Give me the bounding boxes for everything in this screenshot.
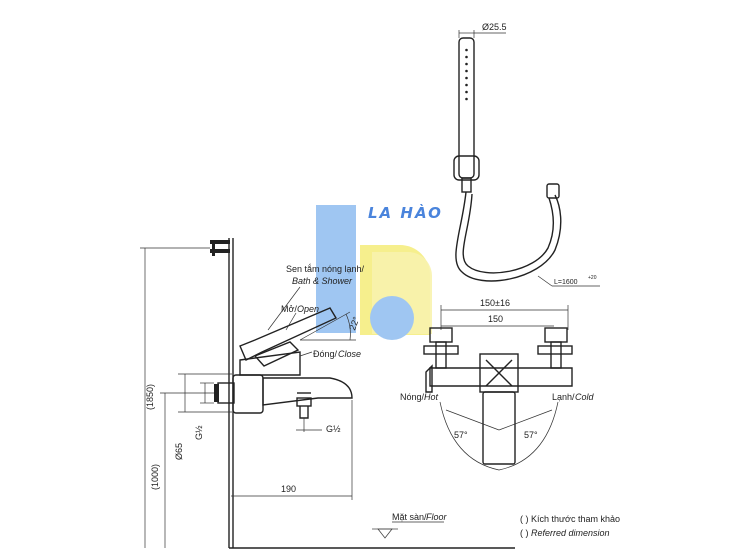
shower-label-en: Bath & Shower [292, 276, 353, 286]
hose-inner [462, 193, 555, 274]
total-height-label: (1850) [145, 384, 155, 410]
hot-angle-label: 57° [454, 430, 468, 440]
handle-angle-label: 22° [347, 315, 361, 332]
side-view: 22° Sen tắm nóng lạnh/ Bath & Shower Mở/… [140, 238, 515, 549]
centers-range-label: 150±16 [480, 298, 510, 308]
hand-shower: Ø25.5 L=1600 +20 [453, 22, 600, 287]
legend-row-vn: ( ) Kích thước tham khảo [520, 512, 620, 526]
thread-inlet-label: G½ [194, 425, 204, 440]
dimension-depth: 190 [231, 400, 353, 500]
hand-shower-icon [453, 37, 480, 193]
watermark-text: LA HÀO [368, 203, 443, 222]
shower-label-vn: Sen tắm nóng lạnh/ [286, 264, 365, 274]
dimension-thread-outlet: G½ [296, 418, 341, 434]
centers-label: 150 [488, 314, 503, 324]
hose-length-label: L=1600 [554, 279, 578, 286]
open-label: Mở/ Open [281, 304, 319, 314]
open-leader [285, 312, 297, 331]
dimension-install-height: (1000) [150, 392, 214, 548]
hose-connector-icon [546, 183, 560, 199]
legend-paren-2: ( ) [520, 528, 529, 538]
legend: ( ) Kích thước tham khảo ( ) Referred di… [520, 512, 620, 540]
open-label-vn: Mở/ [281, 304, 297, 314]
hose-length-leader [537, 275, 553, 287]
floor-marker: Mặt sàn/ Floor [229, 512, 515, 549]
hot-label-en: Hot [424, 392, 439, 402]
legend-text-en: Referred dimension [531, 528, 610, 538]
cold-angle-indicator: 57° [498, 409, 553, 440]
head-diameter-label: Ø25.5 [482, 22, 507, 32]
cold-label-vn: Lạnh/ [552, 392, 575, 402]
floor-label-en: Floor [426, 512, 448, 522]
hose-outer [455, 191, 562, 282]
faucet-top-view-icon [425, 353, 573, 471]
dimension-centers-range: 150±16 [440, 298, 569, 330]
hot-angle-indicator: 57° [445, 409, 500, 440]
cold-angle-label: 57° [524, 430, 538, 440]
shower-leader [267, 286, 301, 331]
open-label-en: Open [297, 304, 319, 314]
pipe-diameter-label: Ø65 [174, 443, 184, 460]
close-leader [299, 351, 313, 357]
faucet-body-icon [214, 307, 353, 419]
top-view: 150±16 150 [400, 298, 595, 471]
hose-tolerance-label: +20 [588, 275, 597, 281]
legend-text-vn: Kích thước tham khảo [531, 514, 620, 524]
cold-label-en: Cold [575, 392, 595, 402]
hot-inlet-fitting-icon [423, 327, 459, 369]
hot-label-vn: Nóng/ [400, 392, 425, 402]
install-height-label: (1000) [150, 464, 160, 490]
dimension-thread-inlet: G½ [194, 382, 214, 440]
cold-inlet-fitting-icon [537, 327, 573, 369]
close-label-vn: Đóng/ [313, 349, 338, 359]
hot-label: Nóng/ Hot [400, 392, 439, 402]
watermark-logo: LA HÀO [316, 203, 443, 340]
wall-hook-icon [210, 240, 230, 256]
legend-paren-1: ( ) [520, 514, 529, 524]
close-label-en: Close [338, 349, 361, 359]
dimension-centers: 150 [441, 314, 554, 327]
legend-row-en: ( ) Referred dimension [520, 526, 620, 540]
cold-label: Lạnh/ Cold [552, 392, 595, 402]
handle-angle-indicator: 22° [299, 311, 361, 341]
dimension-total-height: (1850) [140, 247, 210, 548]
depth-label: 190 [281, 484, 296, 494]
floor-label-vn: Mặt sàn/ [392, 512, 427, 522]
thread-outlet-label: G½ [326, 424, 341, 434]
close-label: Đóng/ Close [313, 349, 361, 359]
dimension-pipe-diameter: Ø65 [174, 373, 232, 460]
